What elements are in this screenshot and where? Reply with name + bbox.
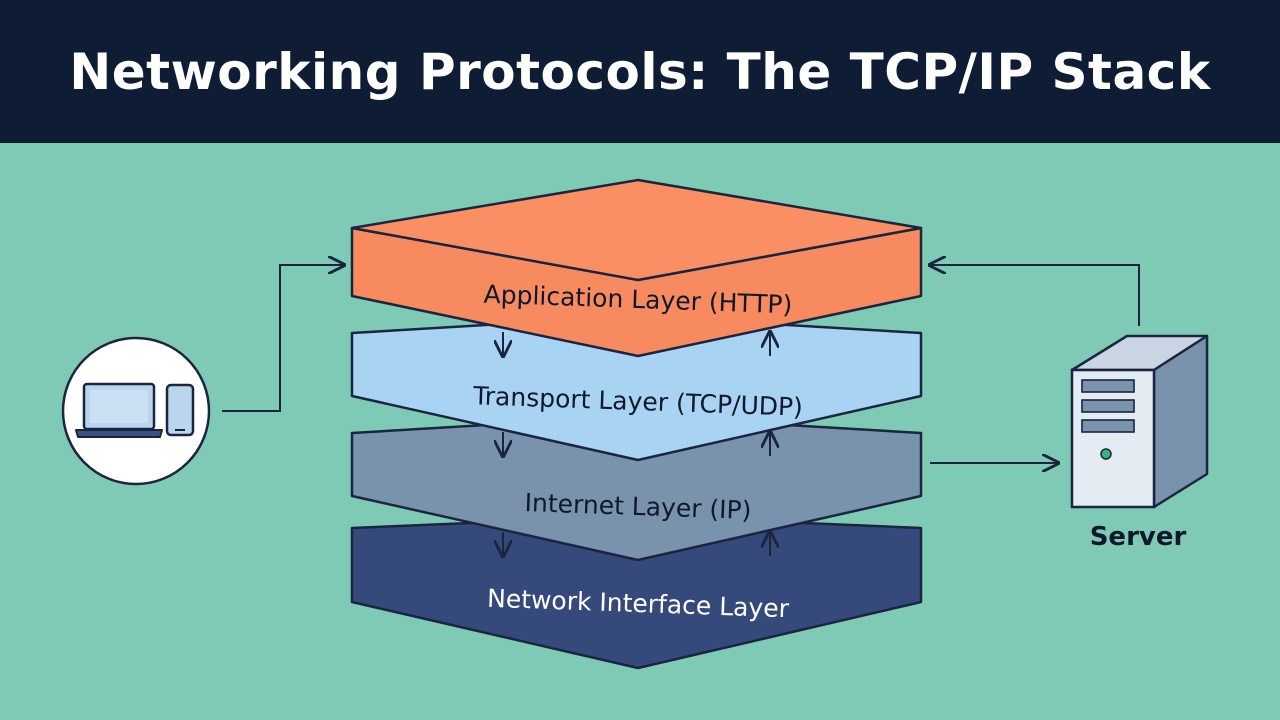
server-to-stack-arrow bbox=[930, 265, 1140, 326]
server-label: Server bbox=[1090, 522, 1187, 552]
laptop-and-phone-icon bbox=[61, 336, 211, 486]
server-tower-icon bbox=[1070, 334, 1209, 509]
client-to-stack-arrow bbox=[222, 265, 344, 412]
title-bar bbox=[0, 0, 1280, 143]
layer-flow-arrows bbox=[503, 332, 770, 556]
page-title: Networking Protocols: The TCP/IP Stack bbox=[69, 42, 1211, 101]
application-layer: Application Layer (HTTP) bbox=[350, 178, 923, 358]
